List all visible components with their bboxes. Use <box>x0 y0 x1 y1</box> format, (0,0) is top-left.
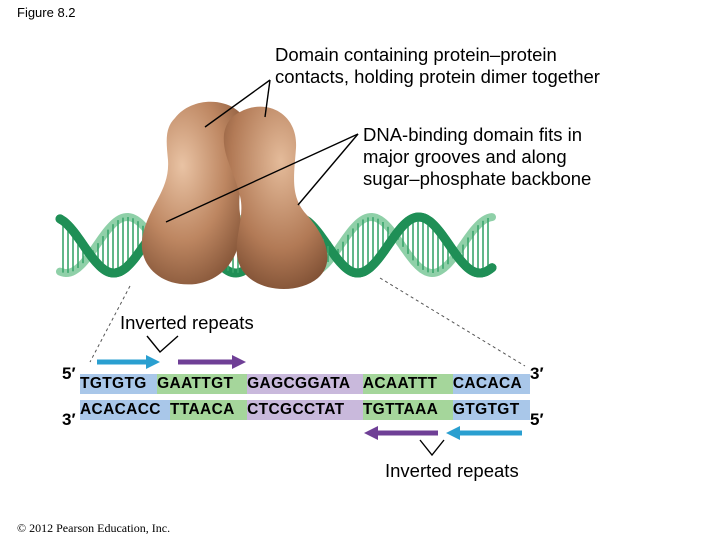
arrowhead-blue-top <box>146 355 160 369</box>
leader-dimer-left <box>204 79 271 128</box>
seq-segment-top-flank-left: TGTGTG <box>80 374 158 394</box>
leader-dna-right <box>297 133 359 206</box>
seq-segment-bottom-flank-right: GTGTGT <box>452 400 530 420</box>
zoom-dashed-lines <box>89 277 526 367</box>
figure-label: Figure 8.2 <box>17 5 76 20</box>
seq-segment-top-flank-right: CACACA <box>452 374 530 394</box>
seq-segment-top-repeat-right: ACAATTT <box>362 374 453 394</box>
protein-monomer-left <box>141 101 249 285</box>
copyright-notice: © 2012 Pearson Education, Inc. <box>17 521 171 535</box>
sequence-strand-bottom: ACACACC TTAACA CTCGCCTAT TGTTAAA GTGTGT <box>80 400 530 420</box>
seq-segment-bottom-repeat-right: TGTTAAA <box>362 400 453 420</box>
seq-segment-top-center: GAGCGGATA <box>247 374 363 394</box>
leader-repeats-top <box>146 335 179 354</box>
leader-dimer-right <box>264 79 271 118</box>
callout-dna-binding-domain: DNA-binding domain fits in major grooves… <box>363 124 592 189</box>
protein-dimer <box>141 101 328 290</box>
sequence-strand-top: TGTGTG GAATTGT GAGCGGATA ACAATTT CACACA <box>80 374 530 394</box>
arrowhead-purple-top <box>232 355 246 369</box>
label-inverted-repeats-bottom: Inverted repeats <box>385 460 519 481</box>
seq-segment-bottom-center: CTCGCCTAT <box>247 400 363 420</box>
strand-bottom-3prime-label: 3′ <box>62 410 76 429</box>
protein-monomer-right <box>223 106 328 290</box>
zoom-line-right <box>379 277 526 367</box>
arrowhead-blue-bottom <box>446 426 460 440</box>
strand-top-3prime-label: 3′ <box>530 364 544 383</box>
callout-dimer-domain: Domain containing protein–protein contac… <box>275 44 600 87</box>
seq-segment-bottom-repeat-left: TTAACA <box>170 400 248 420</box>
leader-repeats-bottom <box>419 439 445 457</box>
callout-leader-lines <box>146 79 445 457</box>
seq-segment-top-repeat-left: GAATTGT <box>157 374 248 394</box>
seq-segment-bottom-flank-left: ACACACC <box>80 400 170 420</box>
repeat-arrows <box>97 355 522 440</box>
strand-bottom-5prime-label: 5′ <box>530 410 544 429</box>
strand-top-5prime-label: 5′ <box>62 364 76 383</box>
leader-dna-left <box>165 133 359 223</box>
label-inverted-repeats-top: Inverted repeats <box>120 312 254 333</box>
zoom-line-left <box>89 285 131 363</box>
arrowhead-purple-bottom <box>364 426 378 440</box>
